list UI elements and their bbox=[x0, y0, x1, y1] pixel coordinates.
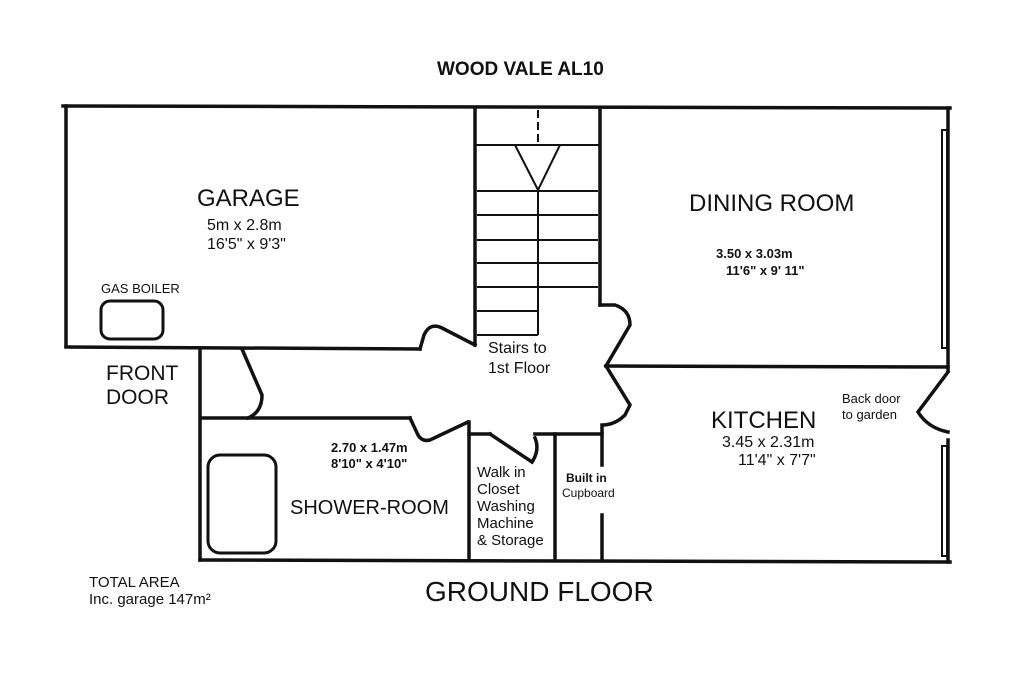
shower-bottom-wall bbox=[198, 558, 952, 564]
shower-room-label: SHOWER-ROOM bbox=[290, 497, 449, 519]
garage-dim-metric: 5m x 2.8m bbox=[207, 217, 282, 234]
dining-dim-imperial: 11'6" x 9' 11" bbox=[726, 263, 805, 278]
dining-kitchen-wall bbox=[604, 364, 950, 369]
back-door-swing bbox=[915, 369, 951, 435]
total-area-value: Inc. garage 147m² bbox=[89, 591, 211, 608]
garage-door-swing bbox=[417, 324, 478, 352]
kitchen-dim-metric: 3.45 x 2.31m bbox=[722, 434, 815, 451]
top-wall bbox=[61, 104, 952, 110]
front-door-label-1: FRONT bbox=[106, 362, 179, 385]
front-door-label-2: DOOR bbox=[106, 386, 169, 409]
shower-door-swing bbox=[407, 415, 471, 443]
closet-label-4: Machine bbox=[477, 515, 534, 532]
garage-label: GARAGE bbox=[197, 185, 300, 212]
closet-label-5: & Storage bbox=[477, 532, 544, 549]
dining-window bbox=[941, 129, 948, 349]
plan-title: WOOD VALE AL10 bbox=[437, 59, 604, 80]
cupboard-label-1: Built in bbox=[566, 471, 607, 485]
closet-door bbox=[487, 431, 535, 465]
shower-dim-metric: 2.70 x 1.47m bbox=[331, 440, 408, 455]
closet-label-3: Washing bbox=[477, 498, 535, 515]
shower-dim-imperial: 8'10" x 4'10" bbox=[331, 456, 408, 471]
closet-label-1: Walk in bbox=[477, 464, 526, 481]
total-area-label: TOTAL AREA bbox=[89, 574, 180, 591]
closet-door-arc bbox=[529, 435, 539, 465]
gas-boiler-icon bbox=[99, 299, 165, 341]
front-door-swing bbox=[239, 346, 264, 421]
dining-dim-metric: 3.50 x 3.03m bbox=[716, 246, 793, 261]
dining-door-arc bbox=[598, 303, 632, 369]
cupboard-label-2: Cupboard bbox=[562, 486, 615, 500]
kitchen-dim-imperial: 11'4" x 7'7" bbox=[738, 452, 816, 469]
dining-room-label: DINING ROOM bbox=[689, 190, 855, 217]
garage-dim-imperial: 16'5" x 9'3" bbox=[207, 236, 286, 253]
gas-boiler-label: GAS BOILER bbox=[101, 281, 180, 296]
kitchen-window bbox=[941, 445, 948, 557]
kitchen-label: KITCHEN bbox=[711, 407, 817, 434]
back-door-note-1: Back door bbox=[842, 391, 901, 406]
stairs-arrow bbox=[514, 144, 561, 193]
floor-label: GROUND FLOOR bbox=[425, 576, 654, 607]
stairs-label-1: Stairs to bbox=[488, 340, 547, 357]
stairs-label-2: 1st Floor bbox=[488, 360, 551, 377]
closet-label-2: Closet bbox=[477, 481, 520, 498]
shower-tray-icon bbox=[206, 453, 278, 555]
back-door-note-2: to garden bbox=[842, 407, 897, 422]
cupboard-door-arc bbox=[600, 363, 633, 436]
